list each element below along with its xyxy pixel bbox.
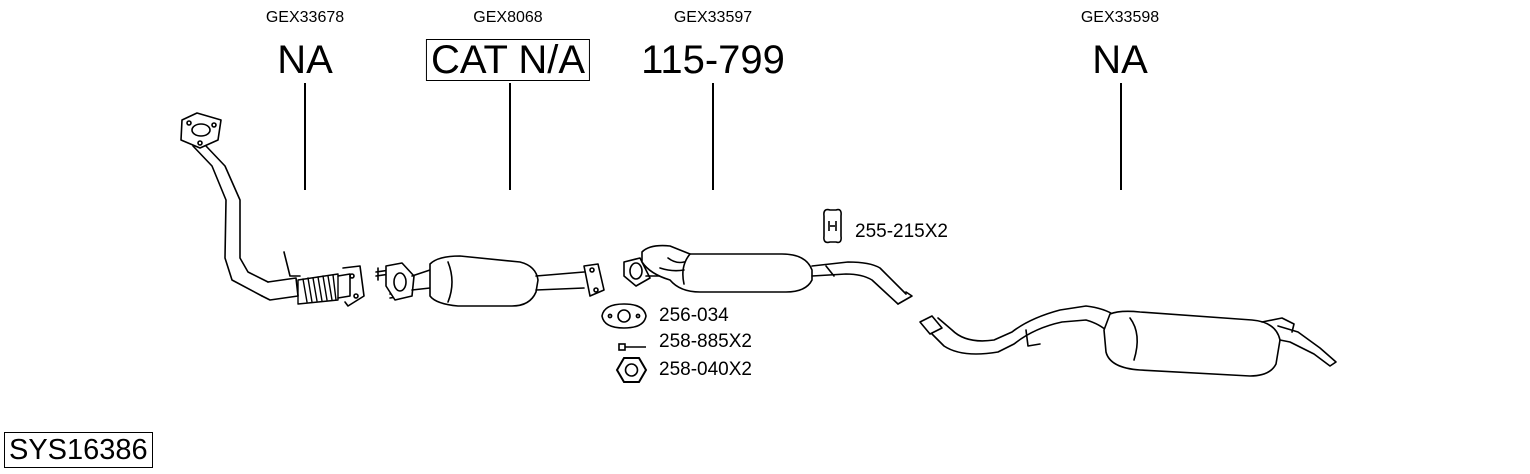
part-ref-gex33598: GEX33598 <box>1080 9 1160 26</box>
accessory-label-gasket: 256-034 <box>659 305 729 326</box>
flange-gasket-icon <box>601 303 647 329</box>
part-code-catalyst: CAT N/A <box>425 39 591 81</box>
leader-line-rear-silencer <box>1120 83 1122 190</box>
accessory-label-hanger: 255-215X2 <box>855 221 948 242</box>
part-ref-gex33597: GEX33597 <box>673 9 753 26</box>
rubber-hanger-icon <box>823 208 842 244</box>
centre-silencer <box>623 244 913 305</box>
leader-line-centre-silencer <box>712 83 714 190</box>
front-pipe <box>180 112 365 307</box>
accessory-label-nut: 258-040X2 <box>659 359 752 380</box>
part-code-centre-silencer: 115-799 <box>641 38 785 82</box>
leader-line-front-pipe <box>304 83 306 190</box>
part-code-front-pipe: NA <box>277 38 333 82</box>
catalytic-converter <box>375 255 605 307</box>
leader-line-catalyst <box>509 83 511 190</box>
part-ref-gex8068: GEX8068 <box>473 9 543 26</box>
accessory-label-bolt: 258-885X2 <box>659 331 752 352</box>
hex-nut-icon <box>615 357 648 383</box>
part-ref-gex33678: GEX33678 <box>265 9 345 26</box>
system-code: SYS16386 <box>4 432 153 468</box>
rear-silencer <box>919 305 1337 377</box>
part-code-rear-silencer: NA <box>1092 38 1148 82</box>
bolt-icon <box>618 343 646 351</box>
